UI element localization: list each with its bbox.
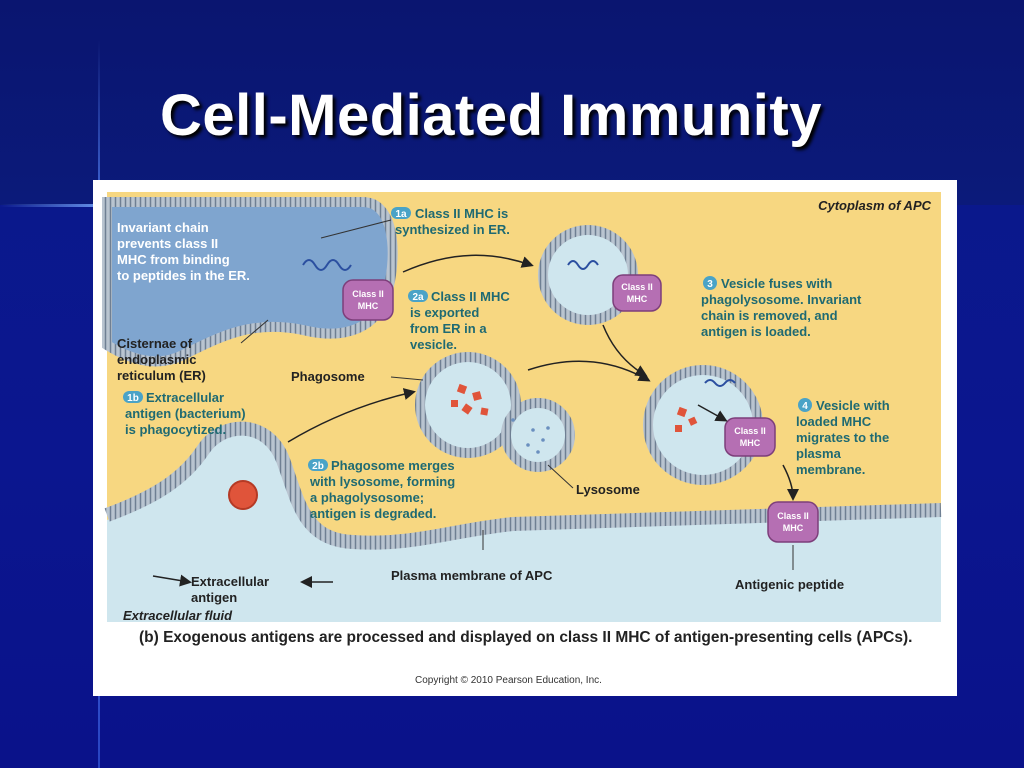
decorative-horizontal-line [0,204,120,207]
phagosome-label: Phagosome [291,369,365,384]
cisternae-line-1: Cisternae of [117,336,193,351]
step-2b-line-3: a phagolysosome; [310,490,424,505]
step-4-line-4: plasma [796,446,842,461]
step-3-badge: 3 [707,279,713,290]
mhc-label-membrane-2: MHC [783,523,804,533]
step-3-label: 3 Vesicle fuses with phagolysosome. Inva… [701,276,862,339]
mhc-label-er-1: Class II [352,289,384,299]
diagram-svg: Class II MHC Class II MHC Class II MHC C… [102,192,942,623]
invariant-chain-line-2: prevents class II [117,236,218,251]
slide-title: Cell-Mediated Immunity [160,83,822,148]
mhc-molecule-membrane: Class II MHC [767,501,819,543]
step-2a-line-4: vesicle. [410,337,457,352]
step-1b-line-1: Extracellular [146,390,224,405]
step-4-line-1: Vesicle with [816,398,890,413]
extracellular-antigen-label: Extracellular antigen [191,574,269,605]
step-2a-line-1: Class II MHC [431,289,510,304]
vesicle-invariant-chain [567,260,599,270]
step-2a-label: 2a Class II MHC is exported from ER in a… [408,289,510,352]
step-1b-label: 1b Extracellular antigen (bacterium) is … [123,390,246,437]
leader-lines [240,219,794,570]
step-2a-line-2: is exported [410,305,479,320]
lysosome-label: Lysosome [576,482,640,497]
step-3-line-2: phagolysosome. Invariant [701,292,862,307]
step-2b-line-2: with lysosome, forming [309,474,455,489]
lysosome-enzymes [511,418,550,454]
antigenic-peptide-label: Antigenic peptide [735,577,844,592]
extracellular-antigen-line-1: Extracellular [191,574,269,589]
step-3-line-3: chain is removed, and [701,308,838,323]
step-4-line-5: membrane. [796,462,865,477]
mhc-label-loaded-1: Class II [734,426,766,436]
mhc-label-membrane-1: Class II [777,511,809,521]
mhc-label-vesicle-2: MHC [627,294,648,304]
pathway-arrows [152,254,799,588]
step-1a-label: 1a Class II MHC is synthesized in ER. [391,206,510,237]
bacterium-antigen [228,480,258,510]
cisternae-line-2: endoplasmic [117,352,196,367]
extracellular-antigen-line-2: antigen [191,590,237,605]
step-2b-line-4: antigen is degraded. [310,506,436,521]
lysosome [501,398,575,472]
invariant-chain-label: Invariant chain prevents class II MHC fr… [117,220,250,283]
mhc-label-er-2: MHC [358,301,379,311]
mhc-label-vesicle-1: Class II [621,282,653,292]
cisternae-label: Cisternae of endoplasmic reticulum (ER) [117,336,206,383]
figure-caption: (b) Exogenous antigens are processed and… [139,629,913,646]
step-1b-badge: 1b [127,393,139,404]
degraded-antigen-fragments [451,383,698,432]
copyright-notice: Copyright © 2010 Pearson Education, Inc. [415,675,602,686]
mhc-molecule-er: Class II MHC [342,279,394,321]
removed-invariant-chain [704,379,736,387]
plasma-membrane-label: Plasma membrane of APC [391,568,553,583]
invariant-chain-squiggle [302,259,352,271]
plasma-membrane [104,421,942,550]
title-band [0,0,1024,205]
step-2b-badge: 2b [312,461,324,472]
step-1b-line-2: antigen (bacterium) [125,406,246,421]
step-2a-line-3: from ER in a [410,321,487,336]
step-3-line-4: antigen is loaded. [701,324,811,339]
invariant-chain-line-1: Invariant chain [117,220,209,235]
step-3-line-1: Vesicle fuses with [721,276,832,291]
step-4-line-2: loaded MHC [796,414,872,429]
step-4-label: 4 Vesicle with loaded MHC migrates to th… [796,398,890,477]
step-2b-label: 2b Phagosome merges with lysosome, formi… [308,458,455,521]
step-1a-line-2: synthesized in ER. [395,222,510,237]
cytoplasm-label: Cytoplasm of APC [818,198,932,213]
mhc-molecule-loaded: Class II MHC [724,417,776,457]
step-2a-badge: 2a [412,292,424,303]
step-4-line-3: migrates to the [796,430,889,445]
step-1a-badge: 1a [395,209,407,220]
invariant-chain-line-3: MHC from binding [117,252,230,267]
step-2b-line-1: Phagosome merges [331,458,455,473]
mhc-label-loaded-2: MHC [740,438,761,448]
endoplasmic-reticulum [102,197,398,367]
diagram-figure: Class II MHC Class II MHC Class II MHC C… [93,180,957,696]
invariant-chain-line-4: to peptides in the ER. [117,268,250,283]
mhc-molecule-vesicle: Class II MHC [612,274,662,312]
step-1b-line-3: is phagocytized. [125,422,226,437]
cisternae-line-3: reticulum (ER) [117,368,206,383]
step-1a-line-1: Class II MHC is [415,206,508,221]
step-4-badge: 4 [802,401,808,412]
extracellular-fluid-label: Extracellular fluid [123,608,233,623]
